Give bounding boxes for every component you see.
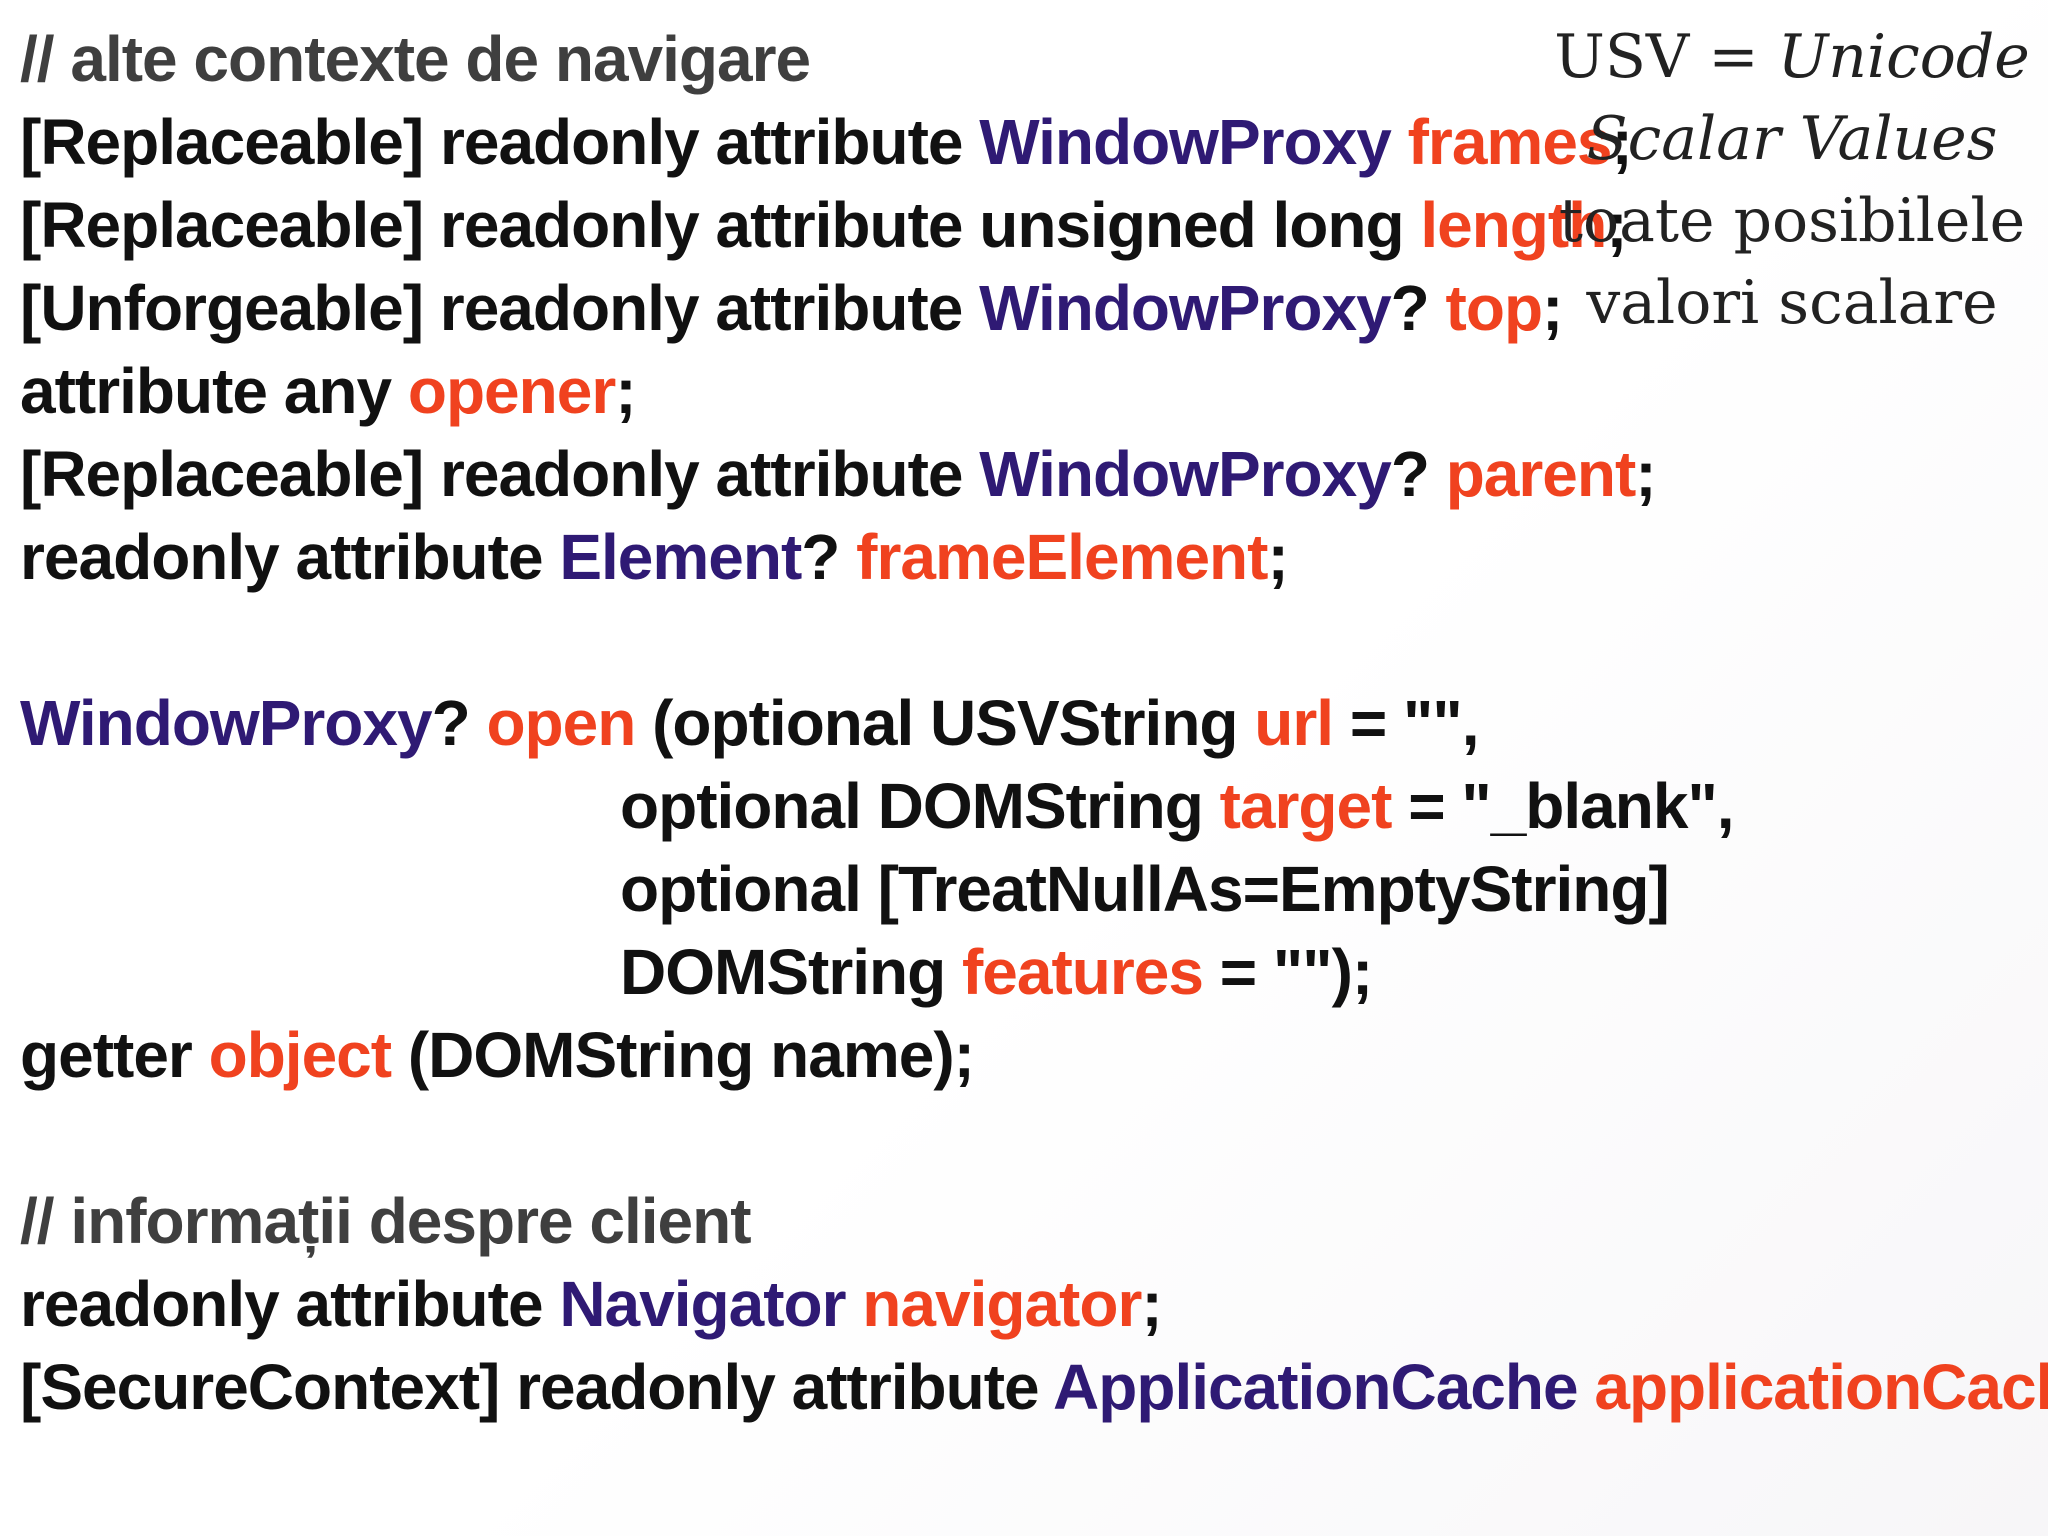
member-name: frameElement xyxy=(856,521,1268,593)
member-name: top xyxy=(1445,272,1543,344)
code-text: ? xyxy=(1390,272,1446,344)
method-name: open xyxy=(486,687,636,759)
code-text: ; xyxy=(615,355,636,427)
type-name: WindowProxy xyxy=(979,438,1392,510)
code-line-getter: getter object (DOMString name); xyxy=(20,1014,2048,1097)
code-text: = "", xyxy=(1333,687,1480,759)
code-text: ; xyxy=(1267,521,1288,593)
code-line-parent: [Replaceable] readonly attribute WindowP… xyxy=(20,433,2048,516)
param-name: url xyxy=(1254,687,1334,759)
code-text: = "_blank", xyxy=(1391,770,1734,842)
code-line-open-1: WindowProxy? open (optional USVString ur… xyxy=(20,682,2048,765)
note-text: USV = xyxy=(1554,22,1778,92)
code-text: [Replaceable] readonly attribute xyxy=(20,438,980,510)
code-text xyxy=(1391,106,1408,178)
code-text: ; xyxy=(1635,438,1656,510)
note-line-1: USV = Unicode xyxy=(1552,16,2032,98)
param-name: features xyxy=(961,936,1204,1008)
note-line-4: valori scalare xyxy=(1586,268,1998,338)
code-block: // alte contexte de navigare [Replaceabl… xyxy=(20,18,2048,1429)
code-line-application-cache: [SecureContext] readonly attribute Appli… xyxy=(20,1346,2048,1429)
code-line-length: [Replaceable] readonly attribute unsigne… xyxy=(20,184,2048,267)
code-text: (DOMString name); xyxy=(391,1019,975,1091)
member-name: length xyxy=(1420,189,1607,261)
type-name: Element xyxy=(559,521,802,593)
note-line-2: Scalar Values xyxy=(1586,104,1998,174)
member-name: applicationCache xyxy=(1594,1351,2048,1423)
code-text: attribute any xyxy=(20,355,408,427)
code-line-opener: attribute any opener; xyxy=(20,350,2048,433)
usv-note: USV = Unicode Scalar Values toate posibi… xyxy=(1552,16,2032,344)
member-name: parent xyxy=(1445,438,1637,510)
type-name: WindowProxy xyxy=(979,272,1392,344)
code-text: getter xyxy=(20,1019,209,1091)
code-text: readonly attribute xyxy=(20,521,560,593)
code-text: (optional USVString xyxy=(635,687,1255,759)
code-text: [SecureContext] readonly attribute xyxy=(20,1351,1054,1423)
note-line-3: toate posibilele xyxy=(1558,186,2026,256)
param-name: target xyxy=(1219,770,1393,842)
code-line-open-3: optional [TreatNullAs=EmptyString] xyxy=(620,853,1670,925)
code-text: ; xyxy=(1542,272,1563,344)
code-text: readonly attribute xyxy=(20,1268,560,1340)
code-text: ? xyxy=(1390,438,1446,510)
code-line-open-2: optional DOMString target = "_blank", xyxy=(20,765,2048,848)
blank-line xyxy=(20,1097,2048,1180)
code-text: ; xyxy=(1611,106,1633,178)
code-text xyxy=(1578,1351,1595,1423)
type-name: WindowProxy xyxy=(20,687,433,759)
type-name: WindowProxy xyxy=(979,106,1392,178)
member-name: navigator xyxy=(862,1268,1142,1340)
type-name: ApplicationCache xyxy=(1053,1351,1579,1423)
comment-client-info: // informații despre client xyxy=(20,1185,751,1257)
code-text: [Unforgeable] readonly attribute xyxy=(20,272,980,344)
code-text: = ""); xyxy=(1202,936,1373,1008)
code-line-frames: [Replaceable] readonly attribute WindowP… xyxy=(20,101,2048,184)
code-line-navigator: readonly attribute Navigator navigator; xyxy=(20,1263,2048,1346)
code-text: ; xyxy=(1141,1268,1162,1340)
blank-line xyxy=(20,599,2048,682)
code-text xyxy=(846,1268,863,1340)
member-name: object xyxy=(208,1019,392,1091)
code-text: ? xyxy=(801,521,857,593)
code-line-open-4: DOMString features = ""); xyxy=(20,931,2048,1014)
comment-browsing-contexts: // alte contexte de navigare xyxy=(20,23,811,95)
code-text: DOMString xyxy=(620,936,962,1008)
code-text: ? xyxy=(431,687,487,759)
code-text: [Replaceable] readonly attribute xyxy=(20,106,980,178)
code-line-frame-element: readonly attribute Element? frameElement… xyxy=(20,516,2048,599)
note-text-italic: Unicode xyxy=(1777,22,2030,92)
code-line-top: [Unforgeable] readonly attribute WindowP… xyxy=(20,267,2048,350)
member-name: frames xyxy=(1407,106,1613,178)
member-name: opener xyxy=(407,355,616,427)
type-name: Navigator xyxy=(559,1268,846,1340)
code-text: ; xyxy=(1606,189,1627,261)
code-text: optional DOMString xyxy=(620,770,1220,842)
code-text: [Replaceable] readonly attribute unsigne… xyxy=(20,189,1421,261)
